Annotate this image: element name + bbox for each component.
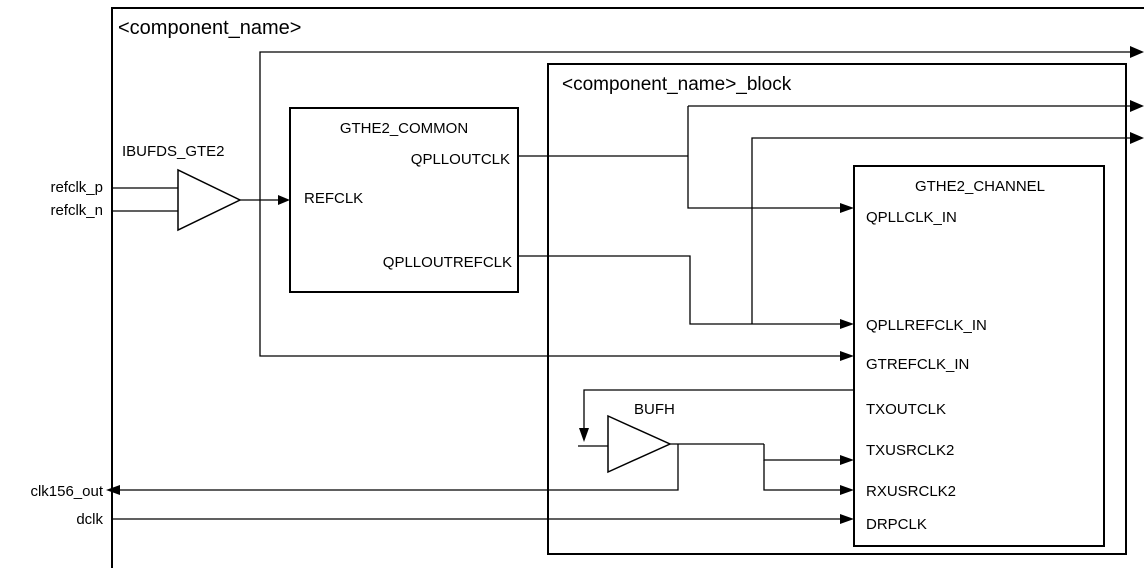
arrow-qpllrefclk-in bbox=[840, 319, 854, 329]
port-qpllrefclk-in: QPLLREFCLK_IN bbox=[866, 317, 987, 334]
signal-refclk-n: refclk_n bbox=[50, 202, 103, 219]
port-qplloutrefclk: QPLLOUTREFCLK bbox=[383, 254, 512, 271]
gthe2-common-title: GTHE2_COMMON bbox=[340, 120, 468, 137]
port-qpllclk-in: QPLLCLK_IN bbox=[866, 209, 957, 226]
port-txoutclk: TXOUTCLK bbox=[866, 401, 946, 418]
ibufds-label: IBUFDS_GTE2 bbox=[122, 143, 225, 160]
bufh-buffer bbox=[607, 414, 672, 474]
port-drpclk: DRPCLK bbox=[866, 516, 927, 533]
wire-gtrefclk bbox=[259, 200, 842, 357]
port-qplloutclk: QPLLOUTCLK bbox=[411, 151, 510, 168]
bufh-label: BUFH bbox=[634, 401, 675, 418]
arrow-top-out bbox=[1130, 46, 1144, 58]
port-gtrefclk-in: GTREFCLK_IN bbox=[866, 356, 969, 373]
arrow-clk156-out bbox=[106, 485, 120, 495]
wire-rxusrclk2 bbox=[763, 460, 842, 491]
wire-qplloutrefclk-out bbox=[751, 137, 1132, 324]
arrow-refclk bbox=[278, 195, 290, 205]
signal-clk156-out: clk156_out bbox=[30, 483, 103, 500]
arrow-drpclk bbox=[840, 514, 854, 524]
gthe2-channel-title: GTHE2_CHANNEL bbox=[915, 178, 1045, 195]
gthe2-common-box bbox=[289, 107, 519, 293]
wire-txoutclk bbox=[583, 389, 854, 430]
arrow-qpllclk-in bbox=[840, 203, 854, 213]
wire-clk156-out bbox=[120, 444, 679, 491]
arrow-rxusrclk2 bbox=[840, 485, 854, 495]
signal-dclk: dclk bbox=[76, 511, 103, 528]
wire-qpllclk-in bbox=[687, 106, 842, 209]
component-title: <component_name> bbox=[118, 17, 301, 39]
port-txusrclk2: TXUSRCLK2 bbox=[866, 442, 954, 459]
signal-refclk-p: refclk_p bbox=[50, 179, 103, 196]
wire-qpllrefclk-in bbox=[518, 255, 842, 325]
arrow-qplloutrefclk-out bbox=[1130, 132, 1144, 144]
arrow-txusrclk2 bbox=[840, 455, 854, 465]
gthe2-channel-box bbox=[853, 165, 1105, 547]
port-refclk: REFCLK bbox=[304, 190, 363, 207]
arrow-gtrefclk bbox=[840, 351, 854, 361]
wire-refclk-top-out bbox=[259, 51, 1132, 200]
arrow-qplloutclk-out bbox=[1130, 100, 1144, 112]
arrow-txoutclk-down bbox=[579, 428, 589, 442]
ibufds-buffer bbox=[177, 168, 242, 232]
port-rxusrclk2: RXUSRCLK2 bbox=[866, 483, 956, 500]
block-title: <component_name>_block bbox=[562, 74, 792, 95]
